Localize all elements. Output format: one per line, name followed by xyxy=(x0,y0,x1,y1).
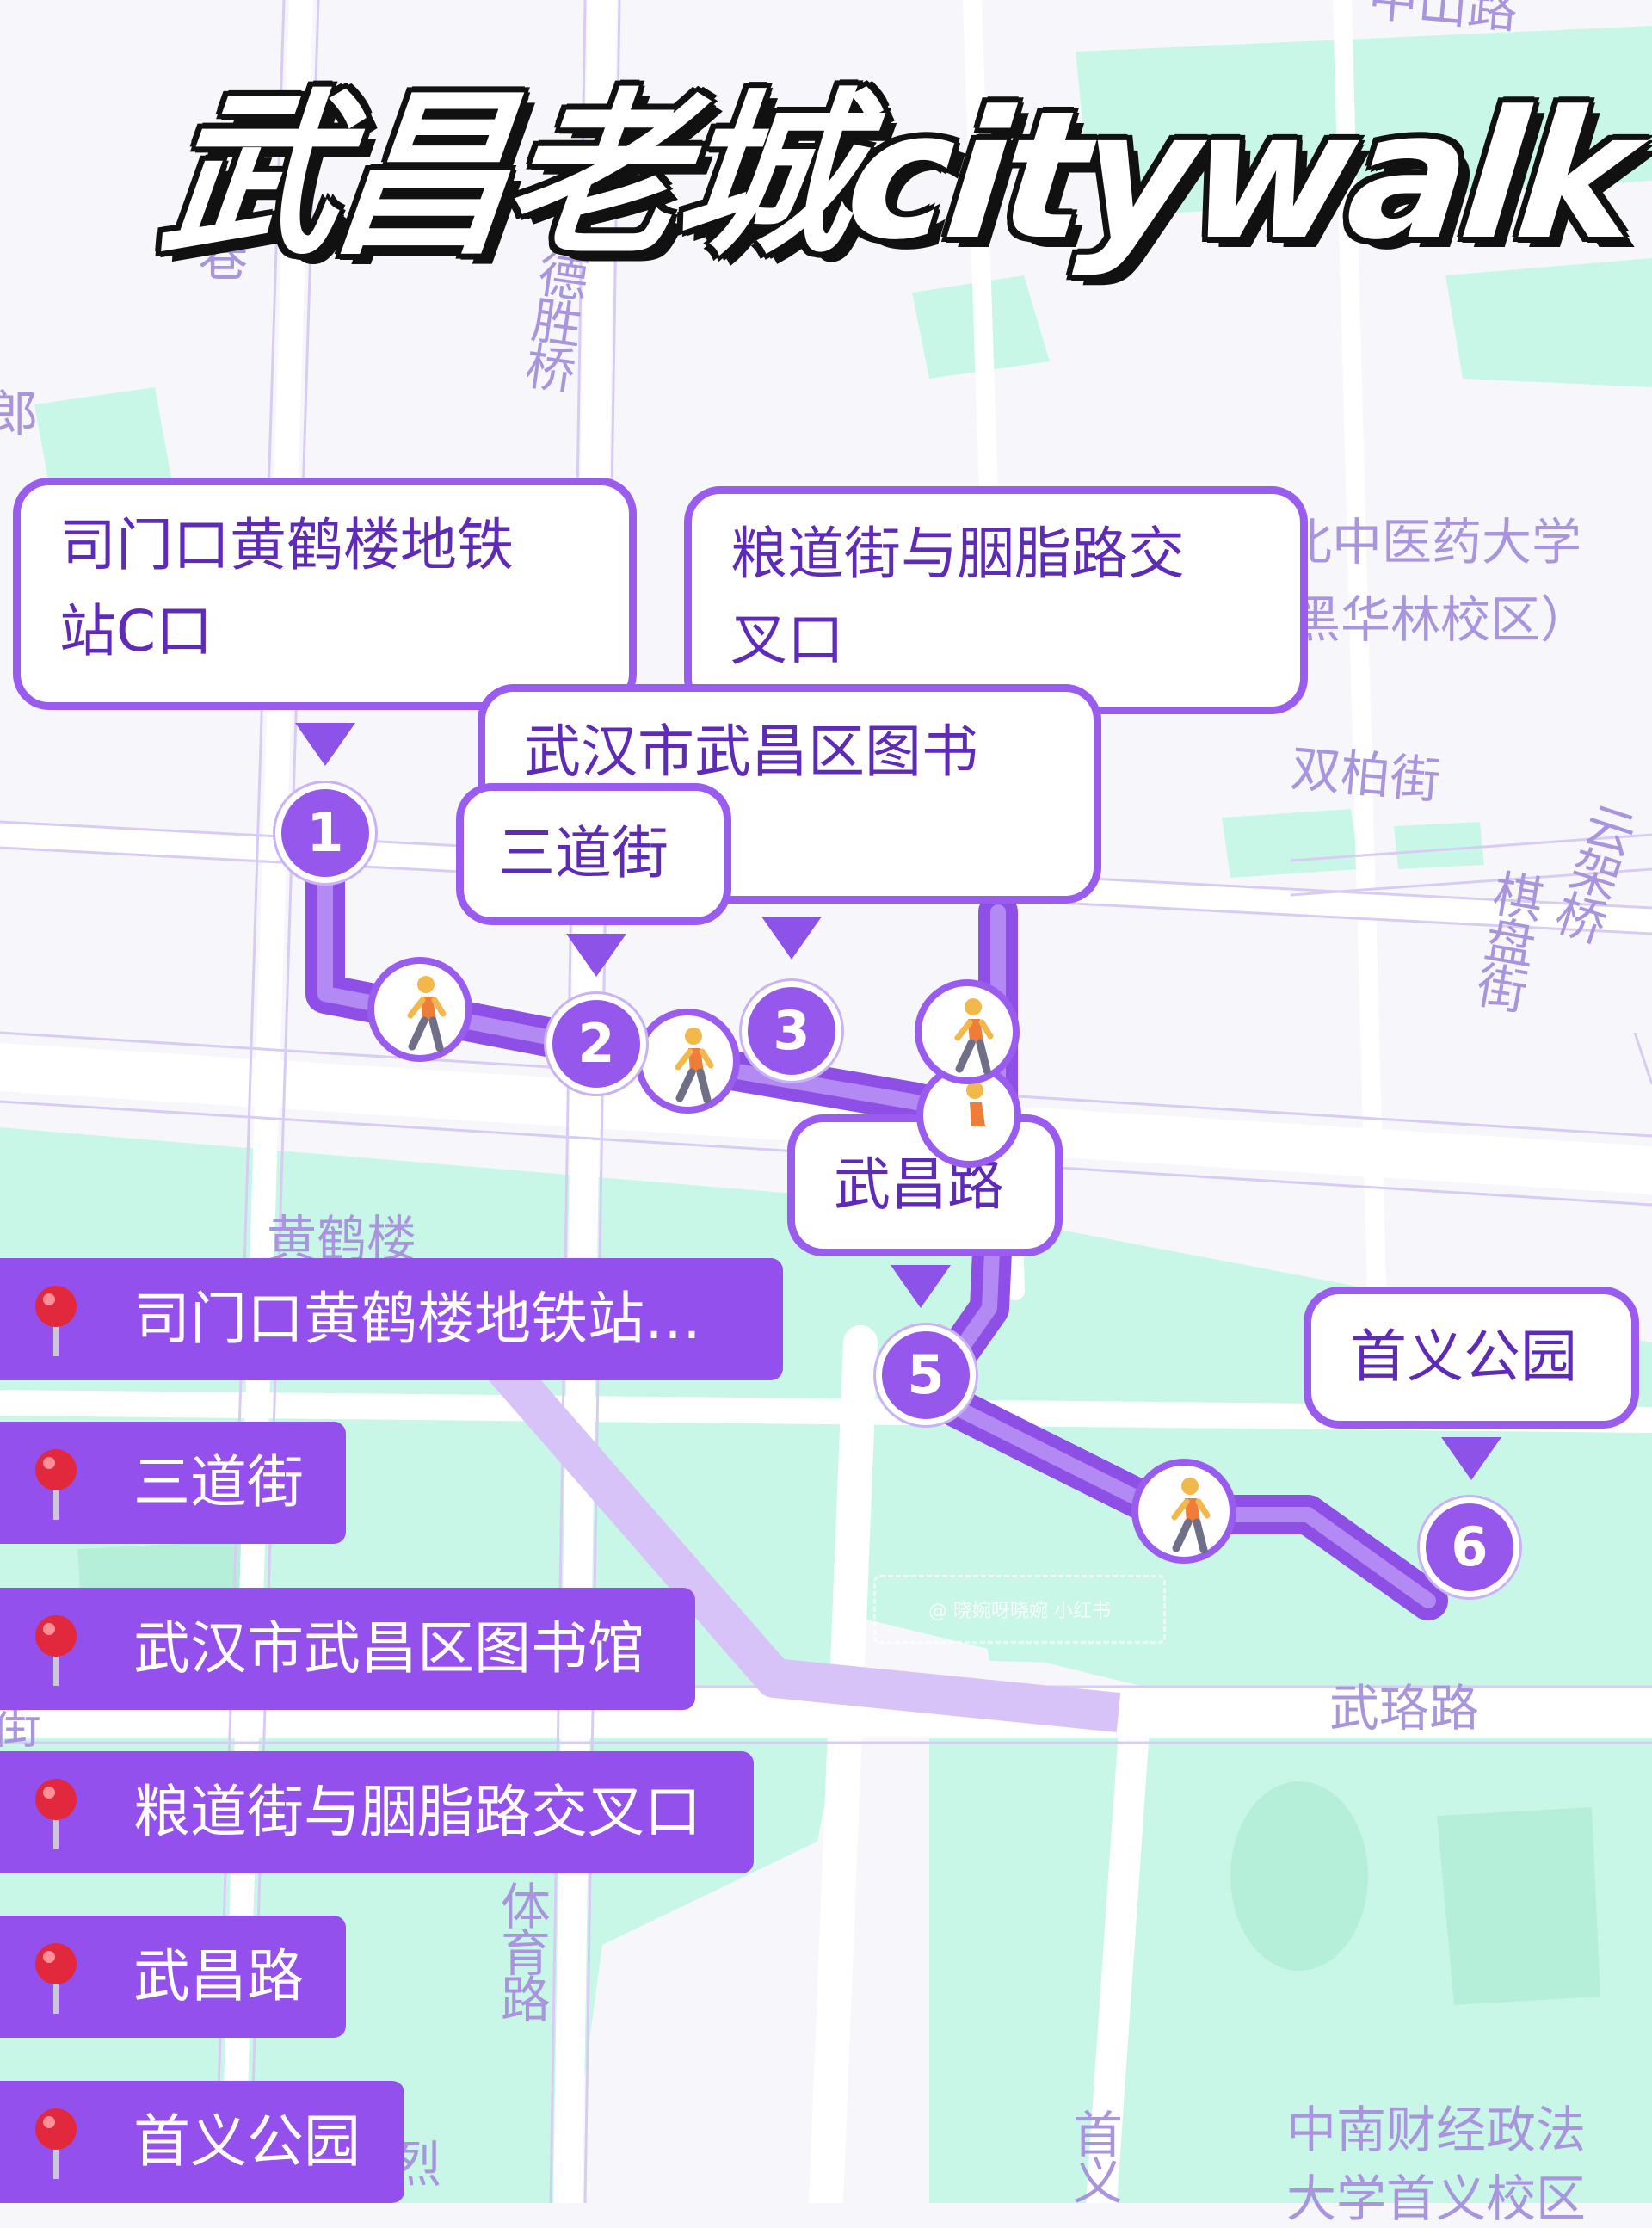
stop-label: 武汉市武昌区图书馆 xyxy=(133,1615,644,1682)
route-marker-6[interactable]: 6 xyxy=(1420,1497,1519,1597)
street-label-wuluo: 武珞路 xyxy=(1329,1679,1480,1737)
street-label-huanghelou: 黄鹤楼 xyxy=(267,1210,417,1268)
map-pin-icon xyxy=(35,1943,77,2014)
callout-label: 武汉市武昌区图书 xyxy=(524,719,978,785)
callout-pointer xyxy=(761,917,822,960)
map-pin-icon xyxy=(35,1779,77,1849)
stop-label: 武昌路 xyxy=(133,1943,304,2009)
callout-shouyi-park[interactable]: 首义公园 xyxy=(1304,1287,1639,1429)
map-pin-icon xyxy=(35,1615,77,1686)
callout-label: 首义公园 xyxy=(1350,1324,1577,1390)
route-marker-3[interactable]: 3 xyxy=(742,981,841,1081)
stop-chip-4[interactable]: 粮道街与胭脂路交叉口 xyxy=(0,1751,754,1873)
stop-label: 粮道街与胭脂路交叉口 xyxy=(133,1779,701,1845)
street-label-zhongnan-campus: 大学首义校区 xyxy=(1286,2169,1587,2228)
callout-label: 粮道街与胭脂路交叉口 xyxy=(730,521,1185,673)
callout-pointer xyxy=(295,723,355,766)
street-label-zhongnan: 中南财经政法 xyxy=(1286,2101,1587,2159)
stop-label: 三道街 xyxy=(133,1449,304,1515)
person-walking-icon xyxy=(675,1028,714,1104)
street-label-tiyu: 体育路 xyxy=(491,1880,551,2020)
person-walking-icon xyxy=(954,998,994,1075)
street-label-university: 北中医药大学 xyxy=(1282,513,1582,571)
callout-liangdao[interactable]: 粮道街与胭脂路交叉口 xyxy=(684,486,1308,714)
street-label-edge: 郎 xyxy=(0,387,39,434)
stop-chip-3[interactable]: 武汉市武昌区图书馆 xyxy=(0,1588,695,1710)
callout-pointer xyxy=(1441,1437,1501,1480)
callout-pointer xyxy=(891,1265,951,1308)
callout-label: 三道街 xyxy=(498,820,669,886)
walker-icon xyxy=(367,957,472,1062)
person-walking-icon xyxy=(1171,1478,1211,1554)
watermark: @ 晓婉呀晓婉 小红书 xyxy=(873,1575,1166,1644)
street-label-shuangbai: 双柏街 xyxy=(1288,738,1443,811)
callout-simenkou[interactable]: 司门口黄鹤楼地铁站C口 xyxy=(13,478,637,710)
stop-chip-6[interactable]: 首义公园 xyxy=(0,2081,404,2203)
stop-chip-5[interactable]: 武昌路 xyxy=(0,1916,346,2038)
walker-icon xyxy=(1131,1459,1236,1564)
person-walking-icon xyxy=(407,976,447,1052)
callout-pointer xyxy=(566,934,626,977)
street-label-shouyi-road: 首义 xyxy=(1063,2108,1123,2201)
walker-icon xyxy=(635,1009,740,1114)
route-marker-5[interactable]: 5 xyxy=(876,1325,976,1425)
route-marker-1[interactable]: 1 xyxy=(275,783,375,883)
street-label-campus: 黑华林校区） xyxy=(1291,590,1591,649)
person-walking-icon xyxy=(966,1082,985,1126)
walker-icon xyxy=(915,979,1020,1084)
map-pin-icon xyxy=(35,1449,77,1520)
stop-chip-2[interactable]: 三道街 xyxy=(0,1422,346,1544)
stop-label: 司门口黄鹤楼地铁站… xyxy=(133,1286,701,1352)
callout-sandao[interactable]: 三道街 xyxy=(456,783,731,925)
map-pin-icon xyxy=(35,2108,77,2179)
callout-label: 司门口黄鹤楼地铁站C口 xyxy=(59,512,514,664)
stop-label: 首义公园 xyxy=(133,2108,361,2175)
map-pin-icon xyxy=(35,1286,77,1356)
stop-chip-1[interactable]: 司门口黄鹤楼地铁站… xyxy=(0,1258,783,1380)
page-title: 武昌老城citywalk xyxy=(152,74,1643,279)
street-label-lane: 巷 xyxy=(198,229,249,287)
route-marker-2[interactable]: 2 xyxy=(546,994,646,1094)
